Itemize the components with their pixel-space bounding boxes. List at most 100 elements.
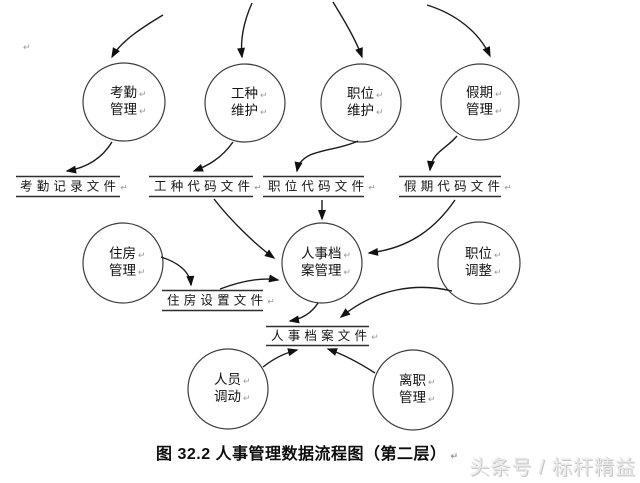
process-attendance-management (82, 62, 166, 142)
label-text: 人员 (214, 372, 241, 387)
process-personnel-transfer (187, 348, 269, 430)
store-label: 考勤记录文件↵ (20, 179, 128, 194)
label-position-maintenance-1: 职位↵ (347, 86, 384, 101)
flow-vacation-management-to-vacation-code-file (427, 135, 458, 172)
process-vacation-management (440, 63, 520, 141)
label-personnel-archive-management-2: 案管理↵ (301, 262, 351, 278)
label-worktype-maintenance-2: 维护↵ (231, 103, 268, 118)
label-text: 人事档案文件 (271, 328, 371, 343)
process-position-maintenance (320, 63, 402, 143)
paragraph-mark: ↵ (494, 250, 502, 260)
paragraph-mark: ↵ (138, 267, 146, 277)
label-text: 管理 (399, 390, 426, 405)
flow-housing-management-to-housing-setting-file (160, 256, 195, 287)
label-text: 工种代码文件 (154, 179, 254, 194)
flow-vacation-code-file-to-personnel-archive-management (367, 199, 456, 256)
label-personnel-archive-management-1: 人事档↵ (301, 246, 351, 261)
label-personnel-transfer-2: 调动↵ (214, 389, 251, 404)
paragraph-mark: ↵ (428, 377, 436, 387)
store-label: 住房设置文件↵ (167, 293, 275, 308)
label-attendance-management-1: 考勤↵ (110, 85, 147, 100)
process-personnel-archive-management (281, 222, 363, 304)
label-text: 案管理 (301, 262, 342, 278)
label-text: 住房设置文件 (167, 293, 267, 308)
paragraph-mark: ↵ (139, 106, 147, 116)
caption-text: 图 32.2 人事管理数据流程图（第二层） (156, 444, 447, 463)
paragraph-mark: ↵ (428, 394, 436, 404)
paragraph-mark: ↵ (254, 183, 262, 193)
label-vacation-management-1: 假期↵ (466, 85, 503, 100)
label-text: 职位代码文件 (268, 179, 368, 194)
label-text: 人事档 (301, 246, 342, 261)
paragraph-mark: ↵ (23, 42, 31, 52)
store-label: 工种代码文件↵ (154, 179, 262, 194)
paragraph-mark: ↵ (344, 267, 352, 277)
flow-personnel-transfer-to-personnel-archive-file (262, 348, 299, 368)
label-position-maintenance-2: 维护↵ (347, 103, 384, 118)
label-text: 考勤记录文件 (20, 179, 120, 194)
label-housing-management-1: 住房↵ (109, 246, 146, 261)
label-text: 管理 (466, 102, 493, 117)
paragraph-mark: ↵ (376, 107, 384, 117)
store-label: 职位代码文件↵ (268, 179, 376, 194)
paragraph-mark: ↵ (376, 90, 384, 100)
label-housing-management-2: 管理↵ (109, 263, 146, 278)
label-text: 假期代码文件 (404, 179, 504, 194)
label-text: 假期 (466, 85, 493, 100)
store-worktype-code-file: 工种代码文件↵ (149, 175, 262, 198)
label-text: 考勤 (110, 85, 137, 100)
label-text: 职位 (465, 246, 492, 261)
process-position-adjustment (437, 221, 521, 305)
flow-position-maintenance-to-position-code-file (294, 140, 359, 173)
paragraph-mark: ↵ (267, 297, 275, 307)
flow-external-to-attendance-management (111, 14, 164, 59)
label-vacation-management-2: 管理↵ (466, 102, 503, 117)
label-personnel-transfer-1: 人员↵ (214, 372, 251, 387)
paragraph-mark: ↵ (260, 107, 268, 117)
label-text: 住房 (109, 246, 136, 261)
label-resignation-management-1: 离职↵ (399, 372, 436, 388)
label-text: 维护 (347, 103, 374, 118)
flow-housing-setting-file-to-personnel-archive-management (219, 274, 280, 290)
paragraph-mark: ↵ (139, 89, 147, 99)
paragraph-mark: ↵ (243, 393, 251, 403)
label-text: 管理 (109, 263, 136, 278)
label-text: 调整 (465, 263, 492, 278)
flow-worktype-code-file-to-personnel-archive-management (213, 198, 276, 259)
label-resignation-management-2: 管理↵ (399, 390, 436, 405)
label-position-adjustment-1: 职位↵ (465, 246, 502, 261)
flow-resignation-management-to-personnel-archive-file (326, 348, 376, 374)
paragraph-mark: ↵ (495, 89, 503, 99)
store-housing-setting-file: 住房设置文件↵ (162, 289, 275, 312)
flow-personnel-archive-management-to-personnel-archive-file (288, 302, 319, 324)
label-text: 维护 (231, 103, 258, 118)
paragraph-mark: ↵ (371, 332, 379, 342)
paragraph-mark: ↵ (494, 267, 502, 277)
paragraph-mark: ↵ (495, 106, 503, 116)
paragraph-mark: ↵ (451, 451, 459, 461)
paragraph-mark: ↵ (120, 183, 128, 193)
flow-external-to-worktype-maintenance (237, 2, 253, 59)
flow-external-to-position-maintenance (332, 1, 363, 59)
watermark: 头条号 / 标杆精益 (469, 457, 636, 479)
flow-position-adjustment-to-personnel-archive-file (339, 286, 453, 318)
label-text: 调动 (214, 389, 241, 404)
paragraph-mark: ↵ (260, 90, 268, 100)
store-label: 假期代码文件↵ (404, 179, 512, 194)
paragraph-mark: ↵ (368, 183, 376, 193)
process-resignation-management (372, 349, 454, 431)
paragraph-mark: ↵ (138, 250, 146, 260)
label-position-adjustment-2: 调整↵ (465, 263, 502, 278)
paragraph-mark: ↵ (243, 376, 251, 386)
label-text: 工种 (231, 86, 258, 101)
store-label: 人事档案文件↵ (271, 328, 379, 343)
store-vacation-code-file: 假期代码文件↵ (399, 175, 512, 198)
label-text: 离职 (399, 372, 426, 388)
label-worktype-maintenance-1: 工种↵ (231, 86, 268, 101)
paragraph-mark: ↵ (504, 183, 512, 193)
flow-external-to-vacation-management (426, 4, 491, 58)
label-text: 职位 (347, 86, 374, 101)
flow-attendance-management-to-attendance-record-file (65, 141, 113, 174)
